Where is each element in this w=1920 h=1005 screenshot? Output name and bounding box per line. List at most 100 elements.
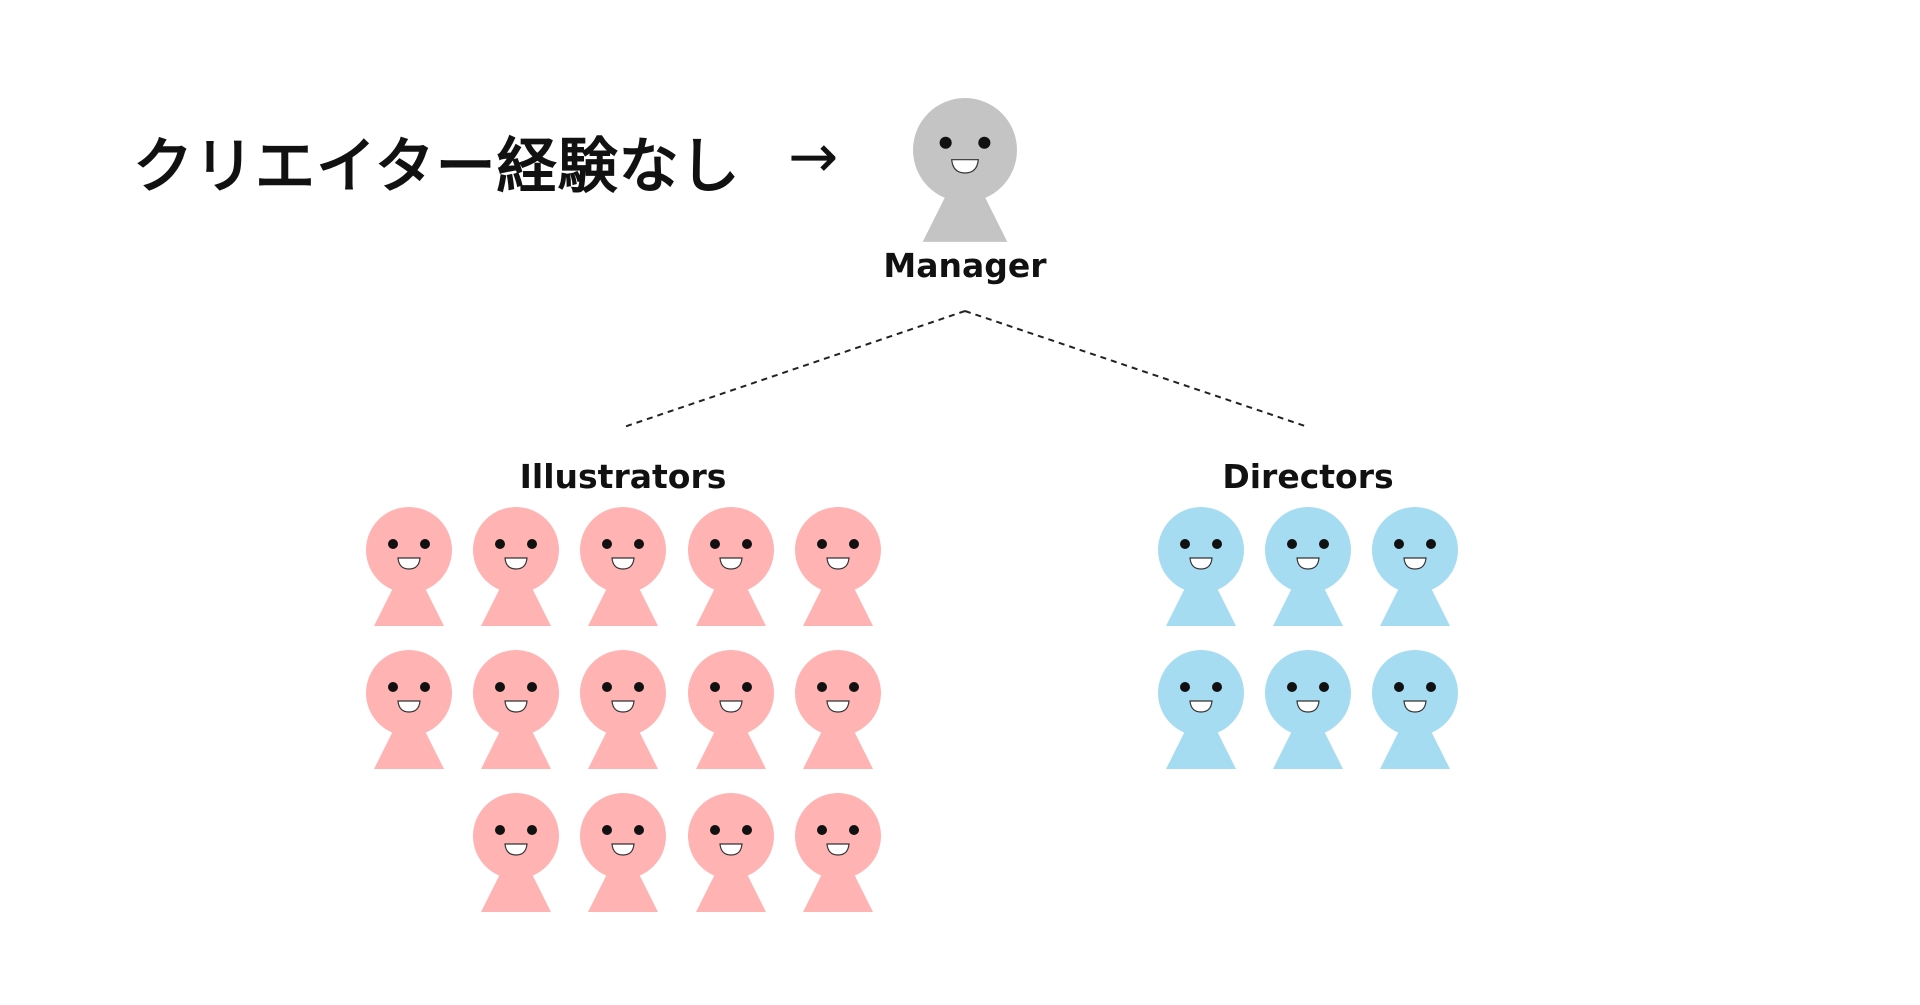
- person-head: [473, 507, 559, 593]
- smile-icon: [611, 557, 635, 570]
- eye-icon: [388, 682, 398, 692]
- smile-icon: [397, 557, 421, 570]
- director-figure: [1372, 650, 1458, 769]
- illustrator-figure: [473, 650, 559, 769]
- person-body: [1166, 580, 1236, 626]
- person-body: [1273, 723, 1343, 769]
- person-body: [696, 866, 766, 912]
- person-head: [1265, 507, 1351, 593]
- smile-icon: [1296, 557, 1320, 570]
- smile-icon: [719, 843, 743, 856]
- eye-icon: [1319, 539, 1329, 549]
- eye-icon: [634, 539, 644, 549]
- eye-icon: [742, 825, 752, 835]
- smile-icon: [397, 700, 421, 713]
- person-head: [1372, 507, 1458, 593]
- eye-icon: [634, 825, 644, 835]
- eye-icon: [1319, 682, 1329, 692]
- smile-icon: [1189, 557, 1213, 570]
- director-figure: [1265, 650, 1351, 769]
- eye-icon: [742, 682, 752, 692]
- smile-icon: [826, 557, 850, 570]
- eye-icon: [1394, 539, 1404, 549]
- person-body: [803, 723, 873, 769]
- eye-icon: [710, 539, 720, 549]
- person-body: [1273, 580, 1343, 626]
- person-head: [473, 650, 559, 736]
- arrow-icon: →: [788, 122, 839, 192]
- illustrators-label: Illustrators: [519, 457, 727, 496]
- person-head: [580, 793, 666, 879]
- person-body: [922, 186, 1008, 242]
- illustrator-figure: [366, 650, 452, 769]
- eye-icon: [817, 682, 827, 692]
- eye-icon: [710, 825, 720, 835]
- person-body: [588, 723, 658, 769]
- person-head: [580, 507, 666, 593]
- illustrator-figure: [580, 507, 666, 626]
- person-head: [795, 650, 881, 736]
- person-body: [481, 866, 551, 912]
- connector-line-directors: [964, 310, 1309, 428]
- eye-icon: [849, 539, 859, 549]
- person-body: [588, 866, 658, 912]
- smile-icon: [719, 557, 743, 570]
- eye-icon: [634, 682, 644, 692]
- illustrator-figure: [795, 507, 881, 626]
- illustrator-figure: [688, 507, 774, 626]
- smile-icon: [826, 843, 850, 856]
- illustrator-figure: [795, 793, 881, 912]
- director-figure: [1158, 507, 1244, 626]
- person-head: [913, 98, 1017, 202]
- eye-icon: [710, 682, 720, 692]
- person-body: [374, 580, 444, 626]
- eye-icon: [527, 539, 537, 549]
- eye-icon: [939, 136, 952, 149]
- eye-icon: [1287, 539, 1297, 549]
- eye-icon: [817, 825, 827, 835]
- eye-icon: [1394, 682, 1404, 692]
- person-head: [1372, 650, 1458, 736]
- person-body: [1380, 723, 1450, 769]
- person-body: [1166, 723, 1236, 769]
- director-figure: [1158, 650, 1244, 769]
- eye-icon: [602, 682, 612, 692]
- smile-icon: [1403, 700, 1427, 713]
- smile-icon: [1296, 700, 1320, 713]
- person-head: [795, 507, 881, 593]
- director-figure: [1265, 507, 1351, 626]
- person-body: [374, 723, 444, 769]
- director-figure: [1372, 507, 1458, 626]
- illustrator-figure: [688, 650, 774, 769]
- smile-icon: [826, 700, 850, 713]
- person-body: [696, 580, 766, 626]
- person-head: [688, 650, 774, 736]
- title-no-creator-experience: クリエイター経験なし: [133, 132, 741, 202]
- eye-icon: [1212, 682, 1222, 692]
- eye-icon: [388, 539, 398, 549]
- eye-icon: [849, 825, 859, 835]
- person-head: [1158, 650, 1244, 736]
- smile-icon: [504, 700, 528, 713]
- eye-icon: [1287, 682, 1297, 692]
- eye-icon: [817, 539, 827, 549]
- smile-icon: [1189, 700, 1213, 713]
- smile-icon: [719, 700, 743, 713]
- eye-icon: [742, 539, 752, 549]
- person-body: [1380, 580, 1450, 626]
- eye-icon: [602, 825, 612, 835]
- smile-icon: [611, 843, 635, 856]
- person-body: [803, 866, 873, 912]
- eye-icon: [495, 539, 505, 549]
- person-body: [481, 580, 551, 626]
- person-head: [366, 650, 452, 736]
- illustrator-figure: [473, 793, 559, 912]
- person-head: [366, 507, 452, 593]
- illustrator-figure: [580, 650, 666, 769]
- person-head: [473, 793, 559, 879]
- connector-line-illustrators: [623, 310, 966, 428]
- eye-icon: [1426, 539, 1436, 549]
- eye-icon: [1180, 539, 1190, 549]
- illustrator-figure: [366, 507, 452, 626]
